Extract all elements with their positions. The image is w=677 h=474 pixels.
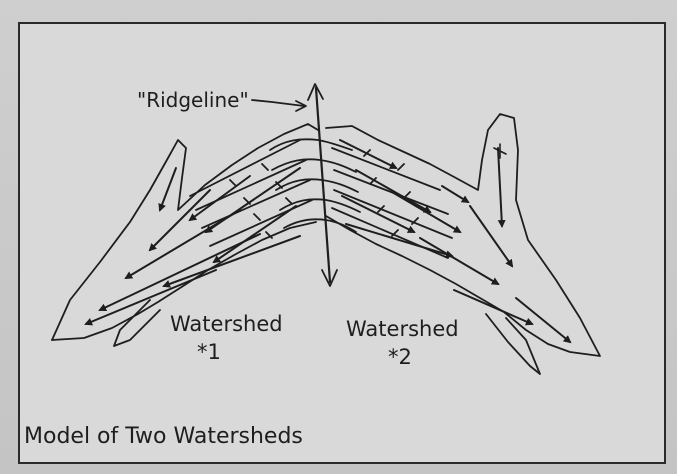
flow-arrows-watershed-1 [86,168,300,324]
watershed-1-label: Watershed [170,312,283,336]
ridgeline-arrow [316,88,330,282]
thumb-mark [494,144,506,158]
flow-arrows-watershed-2 [340,140,570,342]
watershed-2-label: Watershed [346,317,459,341]
figure-caption: Model of Two Watersheds [24,424,303,449]
watershed-2-number: *2 [388,345,412,369]
watershed-1-number: *1 [197,340,221,364]
ridgeline-label: "Ridgeline" [137,88,249,112]
